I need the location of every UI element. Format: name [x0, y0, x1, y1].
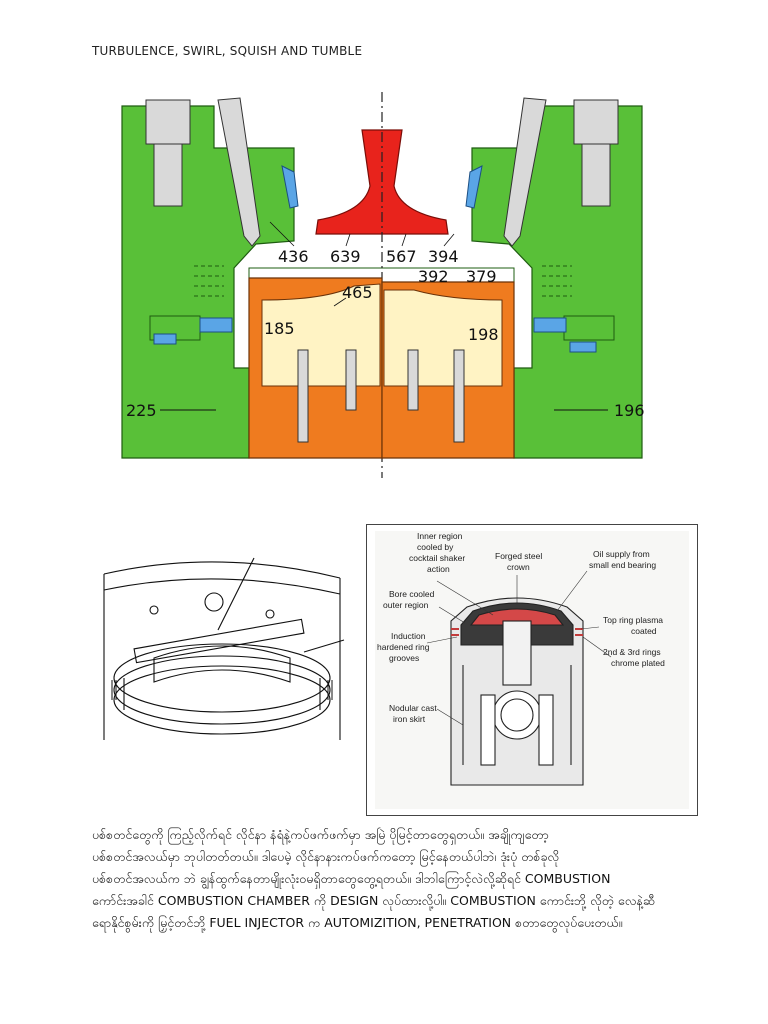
body-paragraph: ပစ်စတင်တွေကို ကြည့်လိုက်ရင် လိုင်နာ နံရံ… — [92, 824, 702, 934]
body-line-5: ရောနိုင်စွမ်းကို မြှင့်တင်ဘို့ FUEL INJE… — [92, 915, 623, 930]
callout-bore-cooled: Bore cooled outer region — [383, 589, 437, 610]
label-225: 225 — [126, 401, 157, 420]
callout-top-ring: Top ring plasma coated — [603, 615, 665, 636]
label-394: 394 — [428, 247, 459, 266]
callout-oil-supply: Oil supply from small end bearing — [589, 549, 656, 570]
callout-nodular-skirt: Nodular cast iron skirt — [389, 703, 439, 724]
fuel-injector-right — [503, 97, 547, 247]
label-465: 465 — [342, 283, 373, 302]
label-198: 198 — [468, 325, 499, 344]
callout-forged-crown: Forged steel crown — [495, 551, 545, 572]
coolant-passage-left — [199, 317, 233, 333]
piston-components-svg: Inner region cooled by cocktail shaker a… — [375, 531, 689, 809]
piston-ring-sketch — [103, 557, 345, 740]
label-379: 379 — [466, 267, 497, 286]
label-639: 639 — [330, 247, 361, 266]
head-bolt-left — [145, 99, 191, 207]
label-185: 185 — [264, 319, 295, 338]
label-436: 436 — [278, 247, 309, 266]
body-line-3: ပစ်စတင်အလယ်က ဘဲ ချွန်ထွက်နေတာမျိုးလုံးဝမ… — [92, 871, 611, 886]
piston-components-figure: Inner region cooled by cocktail shaker a… — [366, 524, 698, 816]
body-line-4: ကော်င်းအခါင် COMBUSTION CHAMBER ကို DESI… — [92, 893, 655, 908]
engine-cross-section-diagram: 436 639 567 394 392 379 465 185 198 225 … — [121, 92, 645, 478]
head-bolt-right — [573, 99, 619, 207]
callout-inner-region: Inner region cooled by cocktail shaker a… — [409, 531, 468, 574]
callout-induction: Induction hardened ring grooves — [377, 631, 432, 663]
label-567: 567 — [386, 247, 417, 266]
page-header: TURBULENCE, SWIRL, SQUISH AND TUMBLE — [92, 44, 363, 58]
body-line-1: ပစ်စတင်တွေကို ကြည့်လိုက်ရင် လိုင်နာ နံရံ… — [92, 827, 549, 842]
label-196: 196 — [614, 401, 645, 420]
callout-rings-chrome: 2nd & 3rd rings chrome plated — [603, 647, 665, 668]
coolant-passage-right — [533, 317, 567, 333]
body-line-2: ပစ်စတင်အလယ်မှာ ဘုပါတတ်တယ်။ ဒါပေမဲ့ လိုင်… — [92, 849, 560, 864]
fuel-injector-left — [217, 97, 261, 247]
label-392: 392 — [418, 267, 449, 286]
